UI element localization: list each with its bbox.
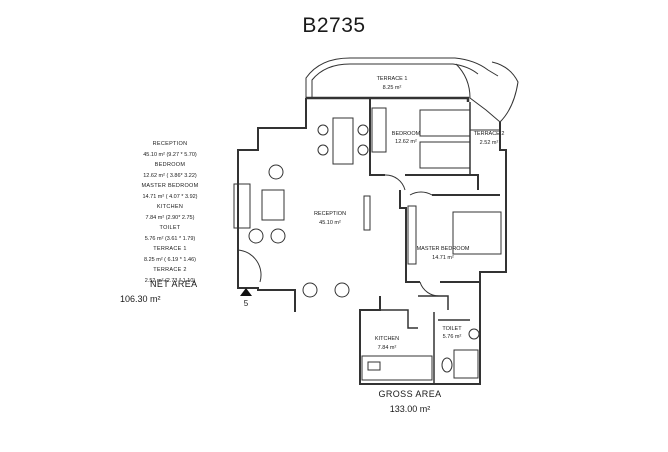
room-area-kitchen: 7.84 m² — [378, 345, 397, 351]
dining-chair — [317, 144, 329, 156]
legend-room-name: BEDROOM — [154, 162, 186, 168]
room-label-toilet: TOILET — [442, 326, 462, 332]
room-area-toilet: 5.76 m² — [443, 334, 462, 340]
master-wall — [399, 190, 420, 283]
exterior-wall — [237, 98, 307, 312]
plan-title: B2735 — [302, 14, 366, 37]
bed — [419, 141, 471, 169]
toilet-bowl — [441, 357, 453, 373]
sofa — [233, 183, 251, 229]
kitchen-wall — [379, 296, 418, 329]
bedroom-wall — [405, 174, 479, 190]
master-bed — [452, 211, 502, 255]
exterior-wall — [306, 96, 470, 102]
legend-room-value: 5.76 m² (3.61 * 1.79) — [144, 235, 196, 242]
legend-room-value: 45.10 m² (9.27 * 5.70) — [143, 151, 197, 158]
bedroom-wall — [369, 98, 385, 176]
room-label-terrace2: TERRACE 2 — [474, 131, 505, 137]
legend-entry: MASTER BEDROOM 14.71 m² ( 4.07 * 3.92) — [100, 181, 240, 202]
area-legend: RECEPTION 45.10 m² (9.27 * 5.70) BEDROOM… — [100, 139, 240, 286]
exterior-wall — [359, 122, 507, 385]
room-label-reception: RECEPTION — [314, 211, 346, 217]
room-area-bedroom: 12.62 m² — [395, 139, 417, 145]
dining-chair — [357, 144, 369, 156]
gross-area-label: GROSS AREA — [378, 389, 442, 399]
net-area-label: NET AREA — [150, 279, 198, 289]
armchair — [248, 228, 264, 244]
armchair — [270, 228, 286, 244]
legend-entry: BEDROOM 12.62 m² ( 3.86* 3.22) — [100, 160, 240, 181]
armchair — [268, 164, 284, 180]
legend-entry: RECEPTION 45.10 m² (9.27 * 5.70) — [100, 139, 240, 160]
room-area-terrace2: 2.52 m² — [480, 140, 499, 146]
terrace1-inner — [311, 63, 479, 98]
legend-entry: TERRACE 2 2.52 m² (2.73 * 1.10) — [100, 265, 240, 286]
shower — [453, 349, 479, 379]
legend-room-value: 7.84 m² (2.90* 2.75) — [145, 214, 195, 221]
terrace1-outline — [305, 57, 499, 98]
hall-wall — [418, 295, 449, 310]
bed — [419, 109, 471, 137]
room-area-terrace1: 8.25 m² — [383, 85, 402, 91]
legend-room-value: 12.62 m² ( 3.86* 3.22) — [143, 172, 197, 179]
legend-room-value: 14.71 m² ( 4.07 * 3.92) — [142, 193, 198, 200]
dining-chair — [317, 124, 329, 136]
door-swing — [409, 191, 433, 196]
room-label-master-bedroom: MASTER BEDROOM — [417, 246, 470, 252]
kitchen-counter — [361, 355, 433, 381]
wardrobe — [371, 107, 387, 153]
legend-entry: TOILET 5.76 m² (3.61 * 1.79) — [100, 223, 240, 244]
room-label-kitchen: KITCHEN — [375, 336, 399, 342]
door-swing — [419, 281, 441, 297]
legend-room-value: 8.25 m² ( 6.19 * 1.46) — [144, 256, 196, 263]
legend-room-name: TERRACE 2 — [153, 267, 187, 273]
dining-table — [332, 117, 354, 165]
legend-room-name: TERRACE 1 — [153, 246, 187, 252]
entrance-marker-label: 5 — [244, 299, 249, 308]
master-wardrobe — [407, 205, 417, 265]
coffee-table — [261, 189, 285, 221]
room-label-terrace1: TERRACE 1 — [377, 76, 408, 82]
terrace1-curve — [455, 61, 519, 123]
entrance-arrow-icon — [240, 288, 252, 296]
net-area-value: 106.30 m² — [120, 294, 161, 304]
legend-entry: TERRACE 1 8.25 m² ( 6.19 * 1.46) — [100, 244, 240, 265]
dining-chair — [357, 124, 369, 136]
door-swing — [384, 174, 406, 191]
legend-room-value: 2.52 m² (2.73 * 1.10) — [144, 277, 196, 284]
room-area-reception: 45.10 m² — [319, 220, 341, 226]
washbasin — [468, 328, 480, 340]
room-label-bedroom: BEDROOM — [392, 131, 421, 137]
room-area-master-bedroom: 14.71 m² — [432, 255, 454, 261]
legend-room-name: KITCHEN — [156, 204, 184, 210]
legend-entry: KITCHEN 7.84 m² (2.90* 2.75) — [100, 202, 240, 223]
legend-room-name: MASTER BEDROOM — [141, 183, 199, 189]
legend-room-name: TOILET — [159, 225, 181, 231]
door-swing — [237, 249, 262, 283]
armchair — [334, 282, 350, 298]
tv-unit — [363, 195, 371, 231]
sink — [367, 361, 381, 371]
legend-room-name: RECEPTION — [152, 141, 188, 147]
gross-area-value: 133.00 m² — [389, 404, 431, 414]
armchair — [302, 282, 318, 298]
